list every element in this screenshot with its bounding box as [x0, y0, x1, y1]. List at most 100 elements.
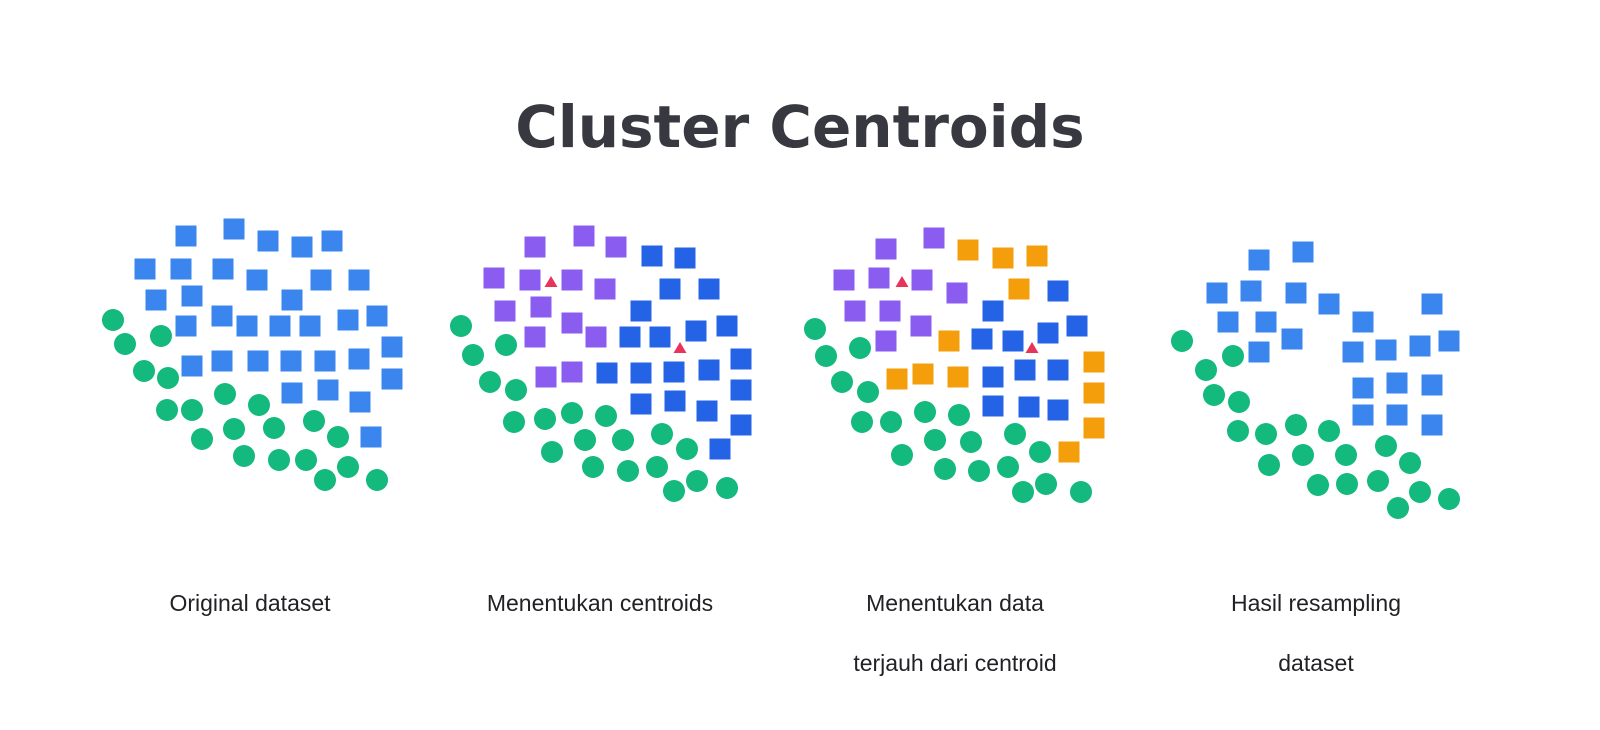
minority-circle	[1029, 441, 1051, 463]
minority-circle	[1035, 473, 1057, 495]
majority-square	[145, 289, 167, 311]
caption-line: dataset	[1278, 650, 1354, 676]
cluster-square-orange	[1058, 441, 1080, 463]
minority-circle	[663, 480, 685, 502]
diagram-title: Cluster Centroids	[515, 93, 1085, 161]
panel-menentukan-centroids	[450, 225, 752, 502]
minority-circle	[1195, 359, 1217, 381]
cluster-square-blue	[1014, 359, 1036, 381]
majority-square	[281, 289, 303, 311]
caption-line: terjauh dari centroid	[853, 650, 1057, 676]
majority-square	[181, 285, 203, 307]
cluster-square-blue	[1066, 315, 1088, 337]
minority-circle	[1285, 414, 1307, 436]
minority-circle	[450, 315, 472, 337]
cluster-square-orange	[1083, 382, 1105, 404]
majority-square	[1386, 404, 1408, 426]
majority-square	[381, 336, 403, 358]
minority-circle	[815, 345, 837, 367]
caption-menentukan-data-terjauh: Menentukan data terjauh dari centroid	[785, 558, 1125, 708]
minority-circle	[646, 456, 668, 478]
minority-circle	[337, 456, 359, 478]
minority-circle	[924, 429, 946, 451]
cluster-square-purple	[910, 315, 932, 337]
majority-square	[181, 355, 203, 377]
minority-circle	[181, 399, 203, 421]
minority-circle	[1307, 474, 1329, 496]
minority-circle	[1258, 454, 1280, 476]
minority-circle	[948, 404, 970, 426]
cluster-square-purple	[879, 300, 901, 322]
minority-circle	[880, 411, 902, 433]
cluster-square-purple	[868, 267, 890, 289]
majority-square	[175, 225, 197, 247]
minority-circle	[268, 449, 290, 471]
cluster-square-orange	[1083, 351, 1105, 373]
minority-circle	[541, 441, 563, 463]
minority-circle	[617, 460, 639, 482]
cluster-square-purple	[946, 282, 968, 304]
centroid-triangle-icon	[544, 276, 558, 287]
majority-square	[1248, 341, 1270, 363]
majority-square	[1285, 282, 1307, 304]
minority-circle	[1255, 423, 1277, 445]
minority-circle	[595, 405, 617, 427]
cluster-square-purple	[605, 236, 627, 258]
majority-square	[223, 218, 245, 240]
majority-square	[257, 230, 279, 252]
minority-circle	[1367, 470, 1389, 492]
minority-circle	[327, 426, 349, 448]
minority-circle	[503, 411, 525, 433]
cluster-square-orange	[992, 247, 1014, 269]
cluster-square-blue	[641, 245, 663, 267]
majority-square	[1421, 293, 1443, 315]
cluster-square-blue	[674, 247, 696, 269]
minority-circle	[303, 410, 325, 432]
minority-circle	[114, 333, 136, 355]
cluster-square-blue	[698, 359, 720, 381]
majority-square	[175, 315, 197, 337]
cluster-square-purple	[573, 225, 595, 247]
cluster-square-purple	[524, 326, 546, 348]
cluster-square-purple	[875, 238, 897, 260]
minority-circle	[612, 429, 634, 451]
majority-square	[1292, 241, 1314, 263]
cluster-square-blue	[696, 400, 718, 422]
cluster-square-purple	[524, 236, 546, 258]
minority-circle	[133, 360, 155, 382]
caption-original-dataset: Original dataset	[80, 558, 420, 648]
minority-circle	[223, 418, 245, 440]
panel-hasil-resampling	[1171, 241, 1460, 519]
majority-square	[1438, 330, 1460, 352]
cluster-square-blue	[619, 326, 641, 348]
minority-circle	[857, 381, 879, 403]
majority-square	[348, 269, 370, 291]
cluster-square-purple	[594, 278, 616, 300]
cluster-square-blue	[630, 393, 652, 415]
majority-square	[247, 350, 269, 372]
majority-square	[1352, 311, 1374, 333]
minority-circle	[1171, 330, 1193, 352]
minority-circle	[505, 379, 527, 401]
minority-circle	[831, 371, 853, 393]
cluster-square-blue	[971, 328, 993, 350]
cluster-square-purple	[561, 312, 583, 334]
majority-square	[1248, 249, 1270, 271]
majority-square	[314, 350, 336, 372]
cluster-square-purple	[585, 326, 607, 348]
majority-square	[211, 350, 233, 372]
cluster-square-orange	[886, 368, 908, 390]
cluster-square-blue	[730, 379, 752, 401]
cluster-square-purple	[535, 366, 557, 388]
cluster-square-blue	[685, 320, 707, 342]
cluster-square-blue	[698, 278, 720, 300]
cluster-square-purple	[483, 267, 505, 289]
minority-circle	[1004, 423, 1026, 445]
majority-square	[366, 305, 388, 327]
minority-circle	[997, 456, 1019, 478]
majority-square	[1421, 414, 1443, 436]
minority-circle	[891, 444, 913, 466]
majority-square	[212, 258, 234, 280]
cluster-square-orange	[957, 239, 979, 261]
